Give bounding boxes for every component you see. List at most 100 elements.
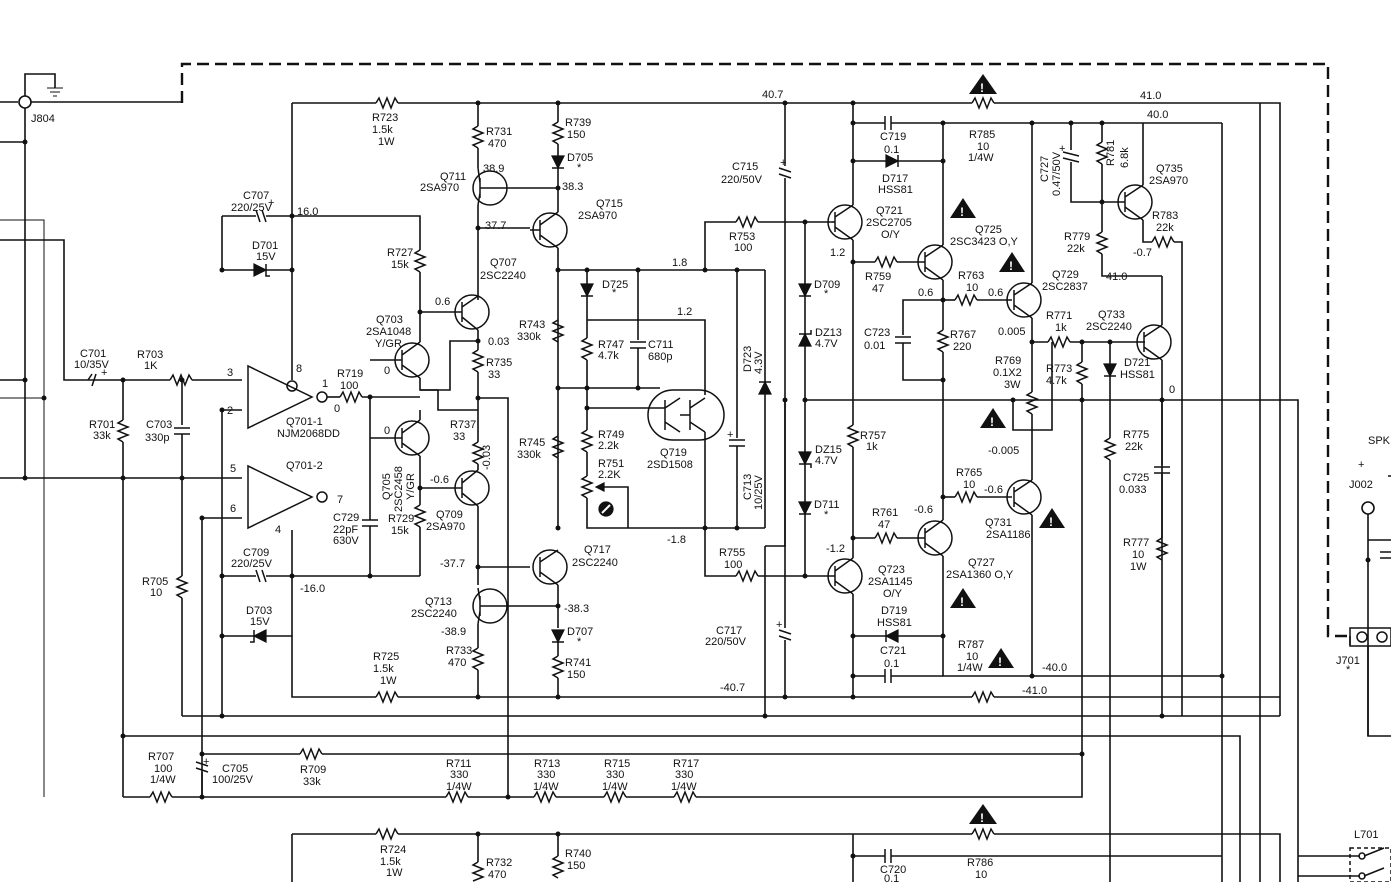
r783-label: R783 [1152, 210, 1178, 222]
q733-part: 2SC2240 [1086, 321, 1132, 333]
r771-label: R771 [1046, 310, 1072, 322]
r711-value: 330 [450, 769, 468, 781]
r775-value: 22k [1125, 441, 1143, 453]
q723-part: 2SA1145 [868, 576, 912, 588]
connector-j804-terminal[interactable] [18, 95, 32, 109]
r717-watt: 1/4W [671, 781, 697, 793]
q715-part: 2SA970 [578, 210, 617, 222]
r745-value: 330k [517, 449, 541, 461]
c701-label: C701 [80, 348, 106, 360]
dz15-label: DZ15 [815, 444, 842, 456]
q735-label: Q735 [1156, 163, 1183, 175]
q701-1-part: NJM2068DD [277, 428, 340, 440]
r739-label: R739 [565, 117, 591, 129]
svg-text:!: ! [1009, 259, 1013, 273]
dz13-value: 4.7V [815, 338, 838, 350]
c707-plus: + [268, 197, 274, 209]
r759-label: R759 [865, 271, 891, 283]
q705-label: Q705 [381, 473, 393, 500]
j701-label: J701 [1336, 655, 1360, 667]
c723-value: 0.01 [864, 340, 885, 352]
c703-label: C703 [146, 419, 172, 431]
warning-triangle-icon: ! [969, 74, 997, 95]
r713-value: 330 [537, 769, 555, 781]
input-lines [0, 142, 242, 797]
q709-label: Q709 [436, 509, 463, 521]
d703-label: D703 [246, 605, 272, 617]
q713-emitter-voltage: -38.9 [441, 626, 466, 638]
r747-label: R747 [598, 339, 624, 351]
warning-triangle-icon: ! [1039, 508, 1065, 529]
q715-emitter-voltage: 38.3 [562, 181, 583, 193]
shield-boundary [180, 62, 1350, 638]
d703-value: 15V [250, 616, 270, 628]
d717-label: D717 [882, 173, 908, 185]
c729-voltage: 630V [333, 535, 359, 547]
c709-label: C709 [243, 547, 269, 559]
rail-40-top-label: 40.0 [1147, 109, 1168, 121]
r735-label: R735 [486, 357, 512, 369]
r733-value: 470 [448, 657, 466, 669]
c719-value: 0.1 [884, 144, 899, 156]
r763-value: 10 [966, 282, 978, 294]
r709-value: 33k [303, 776, 321, 788]
r743-value: 330k [517, 331, 541, 343]
r731-value: 470 [488, 138, 506, 150]
r781-value: 6.8k [1119, 147, 1131, 168]
q703-base-voltage: 0 [384, 365, 390, 377]
r723-label: R723 [372, 112, 398, 124]
r717-value: 330 [675, 769, 693, 781]
r725-label: R725 [373, 651, 399, 663]
r713-label: R713 [534, 758, 560, 770]
rail-decoupling: + C715 220/50V + C717 220/50V [705, 103, 792, 716]
r735-value: 33 [488, 369, 500, 381]
c705-plus: + [203, 756, 209, 768]
r705-value: 10 [150, 587, 162, 599]
svg-text:!: ! [998, 655, 1002, 669]
q705-rank: Y/GR [405, 473, 417, 500]
rail-neg40-label: -40.0 [1042, 662, 1067, 674]
r773-label: R773 [1046, 363, 1072, 375]
r707-label: R707 [148, 751, 174, 763]
top-rail: R723 1.5k 1W 40.7 41.0 [291, 89, 1281, 716]
r753-value: 100 [734, 242, 752, 254]
c705-label: C705 [222, 763, 248, 775]
svg-text:!: ! [980, 811, 984, 825]
r755-label: R755 [719, 547, 745, 559]
j002-terminal[interactable] [1361, 501, 1375, 515]
q701-1-pin2: 2 [227, 405, 233, 417]
rail-40-7-label: 40.7 [762, 89, 783, 101]
q701-1-label: Q701-1 [286, 416, 323, 428]
j002-label: J002 [1349, 479, 1373, 491]
d721-part: HSS81 [1120, 369, 1155, 381]
j701-asterisk: * [1346, 664, 1351, 676]
r723-value: 1.5k [372, 124, 393, 136]
q723-label: Q723 [878, 564, 905, 576]
q719-label: Q719 [660, 447, 687, 459]
r724-label: R724 [380, 844, 406, 856]
d707-asterisk: * [577, 636, 582, 648]
q725-label: Q725 [975, 224, 1002, 236]
rail-neg16-label: -16.0 [300, 583, 325, 595]
q701-1-pin8: 8 [296, 363, 302, 375]
l701-label: L701 [1354, 829, 1378, 841]
connector-label-j804: J804 [31, 113, 55, 125]
r785-value: 10 [977, 141, 989, 153]
q701-2-pin5: 5 [230, 463, 236, 475]
r769-node-voltage: -0.005 [988, 445, 1019, 457]
q721-base-voltage: 1.2 [830, 247, 845, 259]
r757-value: 1k [866, 441, 878, 453]
r751-label: R751 [598, 458, 624, 470]
c701-plus: + [101, 367, 107, 379]
bottom-rail: R725 1.5k 1W -40.7 -41.0 [182, 636, 1280, 719]
bias-mid-voltage: 1.2 [677, 306, 692, 318]
c727-plus: + [1059, 143, 1065, 155]
r777-value: 10 [1132, 549, 1144, 561]
q707-base-voltage: 0.6 [435, 296, 450, 308]
r781-label: R781 [1105, 140, 1117, 166]
j701-connector[interactable] [1349, 627, 1391, 647]
c711-label: C711 [648, 339, 673, 351]
output-node-voltage: 0 [1169, 384, 1175, 396]
r761-value: 47 [878, 519, 890, 531]
q717-label: Q717 [584, 544, 611, 556]
